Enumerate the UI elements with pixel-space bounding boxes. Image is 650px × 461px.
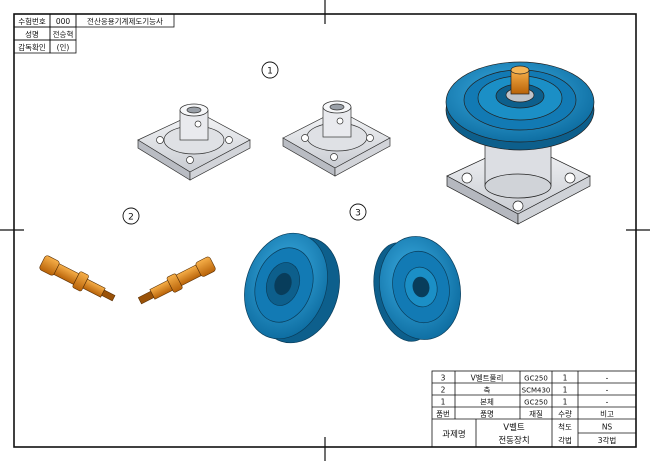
header-label-exam-no: 수험번호 bbox=[18, 17, 46, 26]
part-qty: 1 bbox=[563, 398, 568, 407]
part-no: 3 bbox=[441, 374, 446, 383]
balloon-2: 2 bbox=[122, 207, 140, 225]
title-block bbox=[431, 370, 637, 448]
svg-text:2: 2 bbox=[128, 213, 134, 223]
shaft-view-b bbox=[137, 256, 216, 305]
header-label-supervisor: 감독확인 bbox=[18, 42, 46, 52]
header-exam-title: 전산응용기계제도기능사 bbox=[87, 16, 163, 26]
svg-text:1: 1 bbox=[267, 67, 273, 77]
svg-text:3: 3 bbox=[355, 209, 361, 219]
col-header-qty: 수량 bbox=[558, 410, 572, 419]
balloon-1: 1 bbox=[261, 61, 279, 79]
part-qty: 1 bbox=[563, 386, 568, 395]
part-no: 1 bbox=[441, 398, 446, 407]
part-name: V벨트풀리 bbox=[471, 374, 504, 383]
header-value-name: 전승혁 bbox=[53, 29, 74, 39]
projection-label: 각법 bbox=[558, 435, 572, 445]
balloon-3: 3 bbox=[349, 203, 367, 221]
scale-value: NS bbox=[602, 423, 613, 432]
pulley-view-a bbox=[244, 232, 340, 344]
part-remark: - bbox=[606, 398, 609, 407]
projection-value: 3각법 bbox=[598, 435, 617, 445]
part-no: 2 bbox=[441, 386, 446, 395]
body-part-view-a bbox=[137, 103, 251, 181]
header-value-exam-no: 000 bbox=[56, 17, 71, 26]
part-name: 본체 bbox=[480, 397, 494, 407]
scale-label: 척도 bbox=[558, 423, 572, 432]
assembly-view bbox=[445, 61, 595, 225]
body-part-view-b bbox=[282, 100, 391, 177]
header-value-supervisor: (인) bbox=[57, 42, 70, 52]
pulley-view-b bbox=[373, 236, 461, 342]
col-header-name: 품명 bbox=[480, 409, 494, 419]
col-header-no: 품번 bbox=[436, 410, 450, 419]
part-remark: - bbox=[606, 386, 609, 395]
part-qty: 1 bbox=[563, 374, 568, 383]
project-name-line2: 전동장치 bbox=[498, 435, 529, 446]
project-label: 과제명 bbox=[442, 429, 465, 440]
part-remark: - bbox=[606, 374, 609, 383]
header-label-name: 성명 bbox=[25, 29, 39, 39]
col-header-material: 재질 bbox=[529, 410, 543, 419]
part-material: SCM430 bbox=[522, 387, 551, 395]
part-material: GC250 bbox=[524, 375, 548, 383]
part-material: GC250 bbox=[524, 399, 548, 407]
shaft-view-a bbox=[39, 255, 116, 302]
project-name-line1: V벨트 bbox=[503, 422, 525, 433]
part-name: 축 bbox=[484, 386, 491, 395]
col-header-remark: 비고 bbox=[600, 410, 614, 419]
header-block bbox=[13, 13, 175, 54]
